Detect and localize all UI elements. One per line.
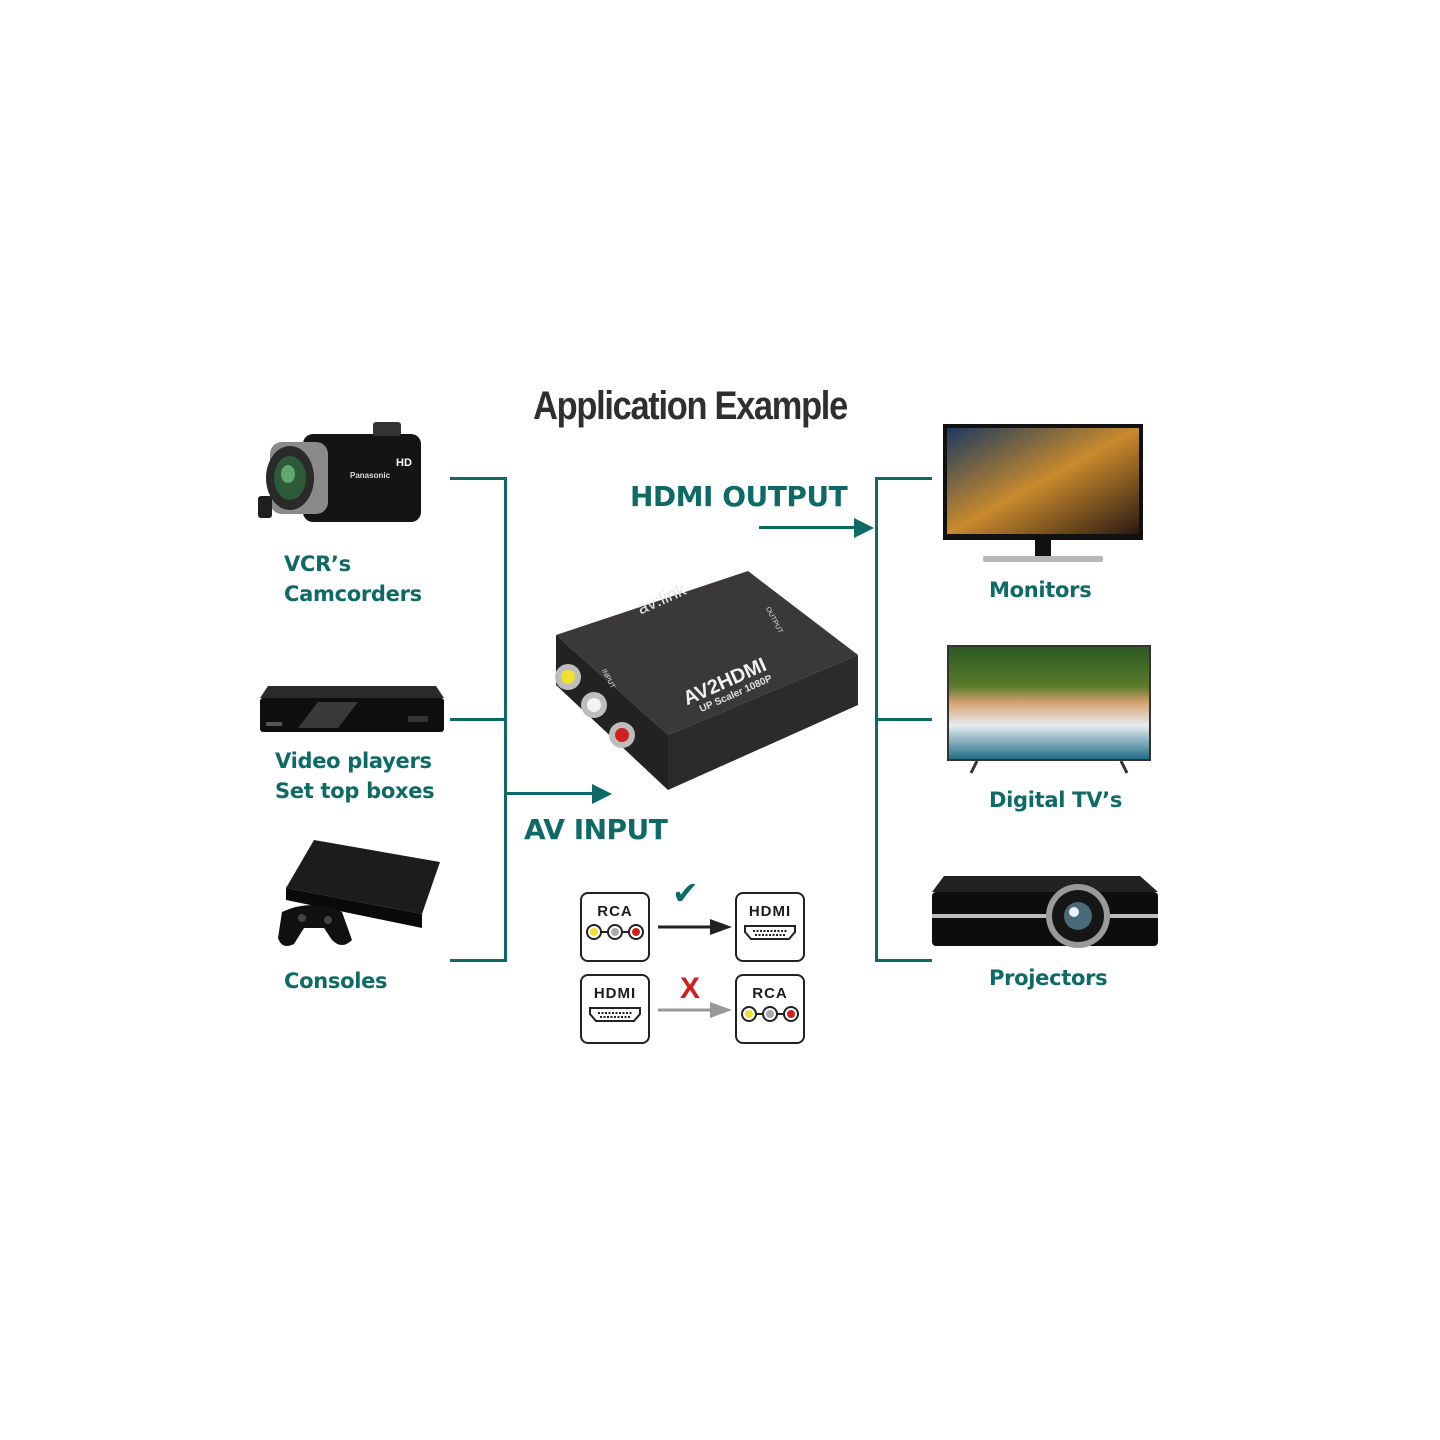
hdmi-source-box: HDMI xyxy=(580,974,650,1044)
source-line: VCR’s xyxy=(284,552,351,576)
av2hdmi-converter-image xyxy=(548,565,868,795)
output-label-digital-tvs: Digital TV’s xyxy=(989,788,1123,812)
connector-line xyxy=(450,959,507,962)
rca-target-box: RCA xyxy=(735,974,805,1044)
rca-connectors-icon xyxy=(741,1006,799,1022)
box-label: HDMI xyxy=(748,903,792,920)
connector-line xyxy=(504,477,507,962)
monitor-icon xyxy=(943,424,1143,568)
source-label-camcorders: VCR’s Camcorders xyxy=(284,549,422,609)
svg-text:Panasonic: Panasonic xyxy=(350,471,391,480)
input-arrow-shaft xyxy=(506,792,596,795)
connector-line xyxy=(450,477,507,480)
source-line: Camcorders xyxy=(284,582,422,606)
svg-text:HD: HD xyxy=(396,457,412,469)
projector-icon xyxy=(930,866,1162,954)
connector-line xyxy=(875,477,932,480)
supported-check-icon: ✔ xyxy=(672,874,699,912)
blu-ray-player-icon xyxy=(258,682,446,738)
source-label-consoles: Consoles xyxy=(284,966,388,996)
tv-icon xyxy=(947,645,1151,775)
game-console-icon xyxy=(272,836,444,956)
unsupported-arrow-icon xyxy=(658,1000,732,1024)
input-arrow-head-icon xyxy=(592,784,612,804)
rca-source-box: RCA xyxy=(580,892,650,962)
av-input-heading: AV INPUT xyxy=(524,813,668,846)
source-line: Consoles xyxy=(284,969,388,993)
source-label-video-players: Video players Set top boxes xyxy=(275,746,435,806)
connector-line xyxy=(875,959,932,962)
supported-arrow-icon xyxy=(658,917,732,941)
output-arrow-head-icon xyxy=(854,518,874,538)
output-arrow-shaft xyxy=(759,526,859,529)
source-line: Set top boxes xyxy=(275,779,435,803)
page-title: Application Example xyxy=(533,384,848,428)
hdmi-target-box: HDMI xyxy=(735,892,805,962)
camcorder-icon: Panasonic HD xyxy=(258,420,428,530)
unsupported-x-icon: X xyxy=(680,972,701,1005)
box-label: RCA xyxy=(752,985,788,1002)
hdmi-port-icon xyxy=(589,1007,641,1022)
connector-line xyxy=(450,718,507,721)
connector-line xyxy=(875,718,932,721)
output-label-monitors: Monitors xyxy=(989,578,1092,602)
rca-connectors-icon xyxy=(586,924,644,940)
hdmi-output-heading: HDMI OUTPUT xyxy=(630,480,848,513)
box-label: HDMI xyxy=(593,985,637,1002)
source-line: Video players xyxy=(275,749,432,773)
hdmi-port-icon xyxy=(744,925,796,940)
box-label: RCA xyxy=(597,903,633,920)
output-label-projectors: Projectors xyxy=(989,966,1108,990)
